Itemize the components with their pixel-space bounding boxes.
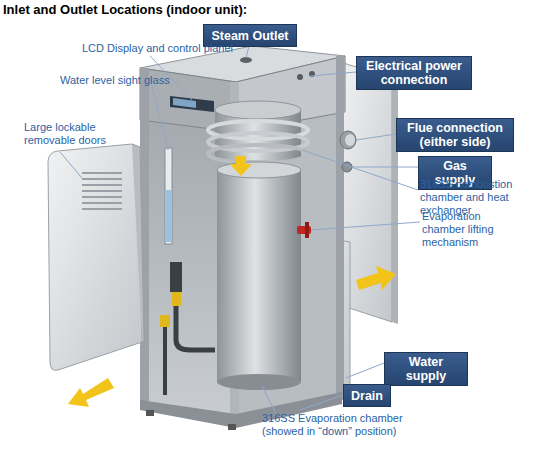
lifting-mechanism-part (305, 222, 309, 238)
evaporation-chamber-part (217, 162, 301, 178)
part-label: Evaporation chamber lifting mechanism (422, 210, 506, 249)
diagram-title: Inlet and Outlet Locations (indoor unit)… (3, 2, 247, 17)
door-vents (82, 172, 122, 210)
bottom-plumbing-part (163, 327, 167, 395)
leader-lines-part (60, 152, 82, 178)
callout-box: Drain (343, 384, 391, 407)
left-door-panel-part (132, 144, 144, 342)
bottom-plumbing (160, 262, 215, 395)
leader-lines-part (262, 386, 276, 414)
cabinet-part (146, 410, 154, 416)
leader-lines-part (300, 395, 343, 410)
control-panel-part (173, 98, 196, 108)
lifting-mechanism (297, 222, 311, 238)
part-label: Large lockable removable doors (24, 121, 116, 147)
leader-lines-part (352, 167, 418, 168)
cabinet-part (228, 424, 236, 430)
callout-box-content: Flue connection (either side) (402, 121, 508, 149)
leader-lines-part (356, 134, 396, 140)
left-door-panel (48, 144, 144, 370)
door-vents-part (82, 202, 122, 204)
heat-exchanger-part (215, 101, 301, 119)
heat-exchanger (208, 101, 308, 163)
part-label: Water level sight glass (60, 74, 200, 87)
callout-text: Flue connection (either side) (402, 121, 508, 149)
callout-box-content: Water supply (390, 355, 462, 383)
door-vents-part (82, 172, 122, 174)
evaporation-chamber (217, 162, 301, 390)
door-vents-part (82, 184, 122, 186)
side-connections-part (340, 131, 356, 149)
evaporation-chamber-part (217, 374, 301, 390)
callout-box: Flue connection (either side) (396, 118, 514, 152)
callout-box-content: Drain (351, 389, 383, 403)
heat-exchanger-part (208, 145, 308, 163)
callout-text: Steam Outlet (211, 29, 288, 43)
cabinet (140, 46, 345, 430)
sight-glass-part (165, 148, 172, 244)
door-vents-part (82, 178, 122, 180)
callout-box-content: Steam Outlet (211, 29, 288, 43)
leader-lines-part (302, 150, 418, 190)
callout-text: Drain (351, 389, 383, 403)
callout-box-content: Electrical power connection (362, 59, 466, 87)
door-vents-part (82, 208, 122, 210)
callout-box: Water supply (384, 352, 468, 386)
bottom-plumbing-part (160, 315, 170, 327)
side-connections-part (345, 134, 355, 146)
removal-arrows-part (356, 266, 396, 290)
callout-text: Electrical power connection (362, 59, 466, 87)
bottom-plumbing-part (172, 292, 181, 306)
callout-box: Electrical power connection (356, 56, 472, 90)
control-panel-part (170, 96, 214, 112)
side-connections-part (297, 74, 303, 80)
leader-lines-part (152, 86, 168, 150)
part-label: LCD Display and control planel (82, 42, 252, 55)
bottom-plumbing-part (170, 262, 182, 292)
door-vents-part (82, 196, 122, 198)
removal-arrows-part (68, 378, 114, 407)
leader-lines-part (346, 363, 384, 378)
leader-lines-part (246, 46, 249, 58)
bottom-plumbing-part (176, 306, 215, 350)
door-vents-part (82, 190, 122, 192)
callout-text: Water supply (390, 355, 462, 383)
sight-glass-part (166, 190, 171, 242)
evaporation-chamber-part (217, 170, 301, 382)
part-label: 316SS Evaporation chamber (showed in “do… (262, 412, 422, 438)
left-door-panel-part (48, 144, 142, 370)
leader-lines-part (311, 222, 420, 230)
sight-glass (165, 148, 172, 244)
control-panel (170, 96, 214, 112)
leader-lines-part (310, 72, 356, 76)
removal-arrows-part (230, 156, 252, 176)
right-door-panel-part (392, 78, 398, 324)
leader-lines (60, 46, 420, 414)
removal-arrows (68, 156, 396, 407)
